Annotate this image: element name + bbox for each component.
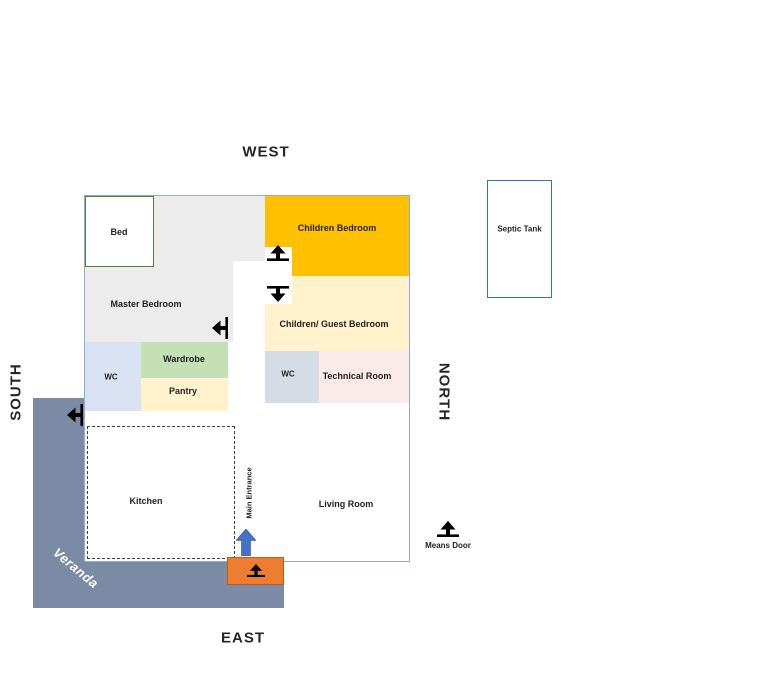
label-kitchen: Kitchen [129, 496, 163, 506]
door-icon [267, 245, 289, 261]
room-wc-left [85, 342, 141, 411]
room-wc-right [265, 351, 319, 403]
room-pantry [141, 378, 228, 411]
compass-north: NORTH [435, 362, 453, 422]
compass-east: EAST [220, 629, 266, 647]
door-icon [212, 317, 228, 339]
label-wc-right: WC [281, 369, 295, 379]
legend-door-icon [437, 521, 459, 537]
label-wc-left: WC [104, 372, 118, 382]
hallway-area [233, 261, 265, 342]
label-technical-room: Technical Room [322, 371, 392, 381]
label-septic-tank: Septic Tank [497, 224, 542, 234]
room-technical [319, 351, 409, 403]
compass-west: WEST [242, 143, 290, 161]
label-pantry: Pantry [168, 386, 198, 396]
label-main-entrance: Main Entrance [244, 467, 254, 519]
compass-south: SOUTH [7, 363, 25, 421]
room-bed [85, 196, 154, 267]
door-icon [67, 404, 83, 426]
room-wardrobe [141, 342, 228, 378]
door-icon [267, 286, 289, 302]
label-living-room: Living Room [318, 499, 374, 509]
label-children-bedroom: Children Bedroom [297, 223, 377, 233]
label-master-bedroom: Master Bedroom [110, 299, 182, 309]
label-children-guest-bedroom: Children/ Guest Bedroom [279, 319, 389, 329]
label-bed: Bed [110, 227, 128, 237]
septic-tank: Septic Tank [487, 180, 552, 298]
label-wardrobe: Wardrobe [163, 354, 205, 364]
house-outline: Bed Master Bedroom Children Bedroom Chil… [84, 195, 410, 562]
legend-door-label: Means Door [425, 541, 471, 550]
door-icon [247, 564, 265, 577]
room-kitchen [87, 426, 235, 559]
entrance-arrow-icon [235, 528, 257, 557]
